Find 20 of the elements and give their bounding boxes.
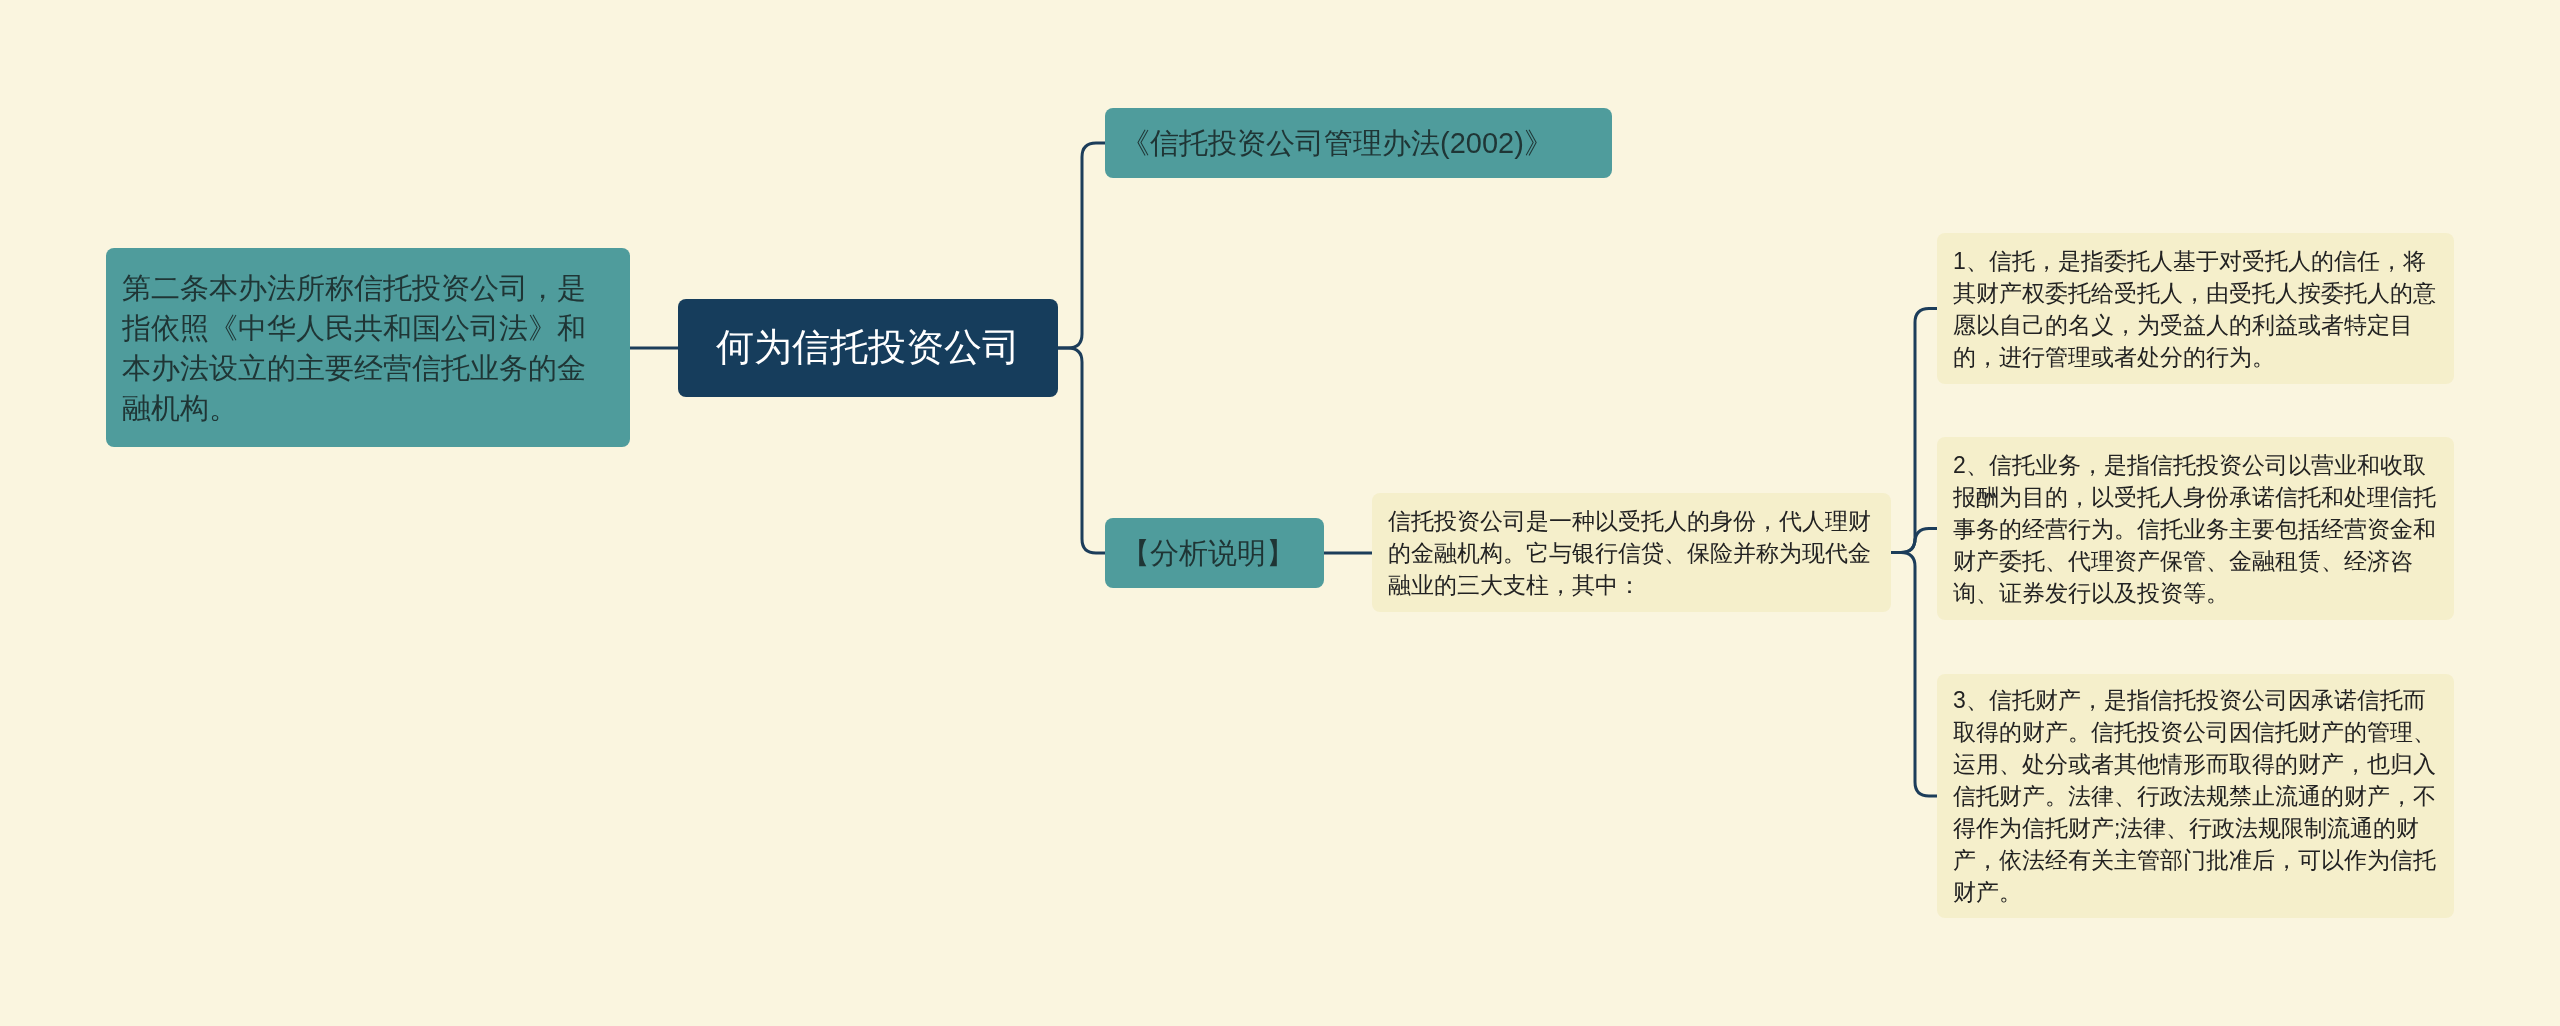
node-text: 3、信托财产，是指信托投资公司因承诺信托而取得的财产。信托投资公司因信托财产的管理、运用、处分或者其他情形而取得的财产，也归入信托财产。法律、行政法规禁止流通的财产，不得作为信托财产;法律、行政法规限制流通的财产，依法经有关主管部门批准后，可以作为信托财产。 bbox=[1953, 686, 2437, 907]
node-text: 信托投资公司是一种以受托人的身份，代人理财的金融机构。它与银行信贷、保险并称为现代金融业的三大支柱，其中： bbox=[1388, 506, 1872, 600]
node-text: 【分析说明】 bbox=[1121, 536, 1296, 571]
node-text: 何为信托投资公司 bbox=[715, 325, 1021, 371]
topic-box bbox=[106, 248, 630, 447]
topic-box bbox=[1105, 108, 1612, 178]
connector-line bbox=[1324, 551, 1372, 555]
subtopic-box bbox=[1937, 233, 2454, 384]
root-topic-box bbox=[678, 299, 1058, 397]
connector-line bbox=[1058, 346, 1105, 555]
node-text: 1、信托，是指委托人基于对受托人的信任，将其财产权委托给受托人，由受托人按委托人的意愿以自己的名义，为受益人的利益或者特定目的，进行管理或者处分的行为。 bbox=[1953, 246, 2437, 372]
subtopic-box bbox=[1937, 674, 2454, 918]
node-text: 2、信托业务，是指信托投资公司以营业和收取报酬为目的，以受托人身份承诺信托和处理信托事务的经营行为。信托业务主要包括经营资金和财产委托、代理资产保管、金融租赁、经济咨询、证券发行以及投资等。 bbox=[1953, 450, 2437, 608]
connector-line bbox=[630, 346, 678, 350]
topic-box bbox=[1105, 518, 1324, 588]
node-text: 《信托投资公司管理办法(2002)》 bbox=[1121, 126, 1554, 161]
subtopic-box bbox=[1372, 493, 1891, 612]
node-text: 第二条本办法所称信托投资公司，是指依照《中华人民共和国公司法》和本办法设立的主要经营信托业务的金融机构。 bbox=[122, 270, 587, 426]
connector-line bbox=[1891, 551, 1937, 798]
subtopic-box bbox=[1937, 437, 2454, 620]
